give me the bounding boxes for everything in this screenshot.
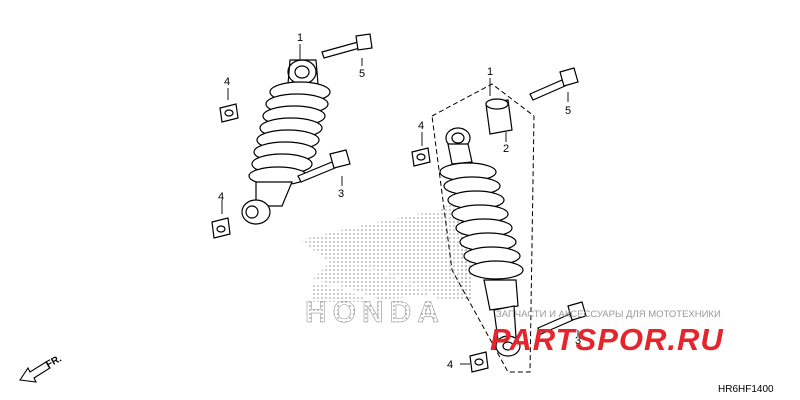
watermark-tagline: ЗАПЧАСТИ И АКСЕССУАРЫ ДЛЯ МОТОТЕХНИКИ xyxy=(496,309,721,320)
left-bolt-3 xyxy=(297,149,351,183)
front-direction-arrow-icon xyxy=(19,361,51,383)
watermark-site: PARTSPOR.RU xyxy=(490,322,724,357)
right-bolt-5 xyxy=(529,67,579,101)
callout-left-1: 1 xyxy=(297,32,303,44)
right-bolt-3 xyxy=(537,301,587,335)
right-bushing-2 xyxy=(485,98,513,135)
callout-right-4-top: 4 xyxy=(418,120,424,132)
callout-left-5: 5 xyxy=(359,68,365,80)
callout-left-3: 3 xyxy=(338,188,344,200)
left-spring xyxy=(248,81,331,186)
direction-label: FR. xyxy=(44,353,64,370)
honda-wing-watermark xyxy=(300,190,472,302)
right-nut-bottom xyxy=(469,351,489,373)
callout-right-4-bottom: 4 xyxy=(447,359,453,371)
left-bolt-5 xyxy=(321,33,373,59)
left-nut-bottom xyxy=(211,217,231,239)
right-nut-top xyxy=(411,147,431,167)
figure-code: HR6HF1400 xyxy=(718,384,774,395)
right-leader-lines xyxy=(421,78,579,365)
callout-right-2: 2 xyxy=(503,143,509,155)
honda-brand-watermark: HONDA xyxy=(305,296,445,329)
right-spring xyxy=(439,162,524,280)
right-shock-absorber xyxy=(439,127,524,357)
callout-left-4-top: 4 xyxy=(224,76,230,88)
left-nut-top xyxy=(219,103,239,123)
right-assembly-outline xyxy=(431,83,535,373)
callout-right-1: 1 xyxy=(487,66,493,78)
callout-right-3: 3 xyxy=(575,335,581,347)
callout-left-4-bottom: 4 xyxy=(218,191,224,203)
left-shock-absorber xyxy=(241,59,331,225)
callout-right-5: 5 xyxy=(565,105,571,117)
left-leader-lines xyxy=(221,44,363,214)
